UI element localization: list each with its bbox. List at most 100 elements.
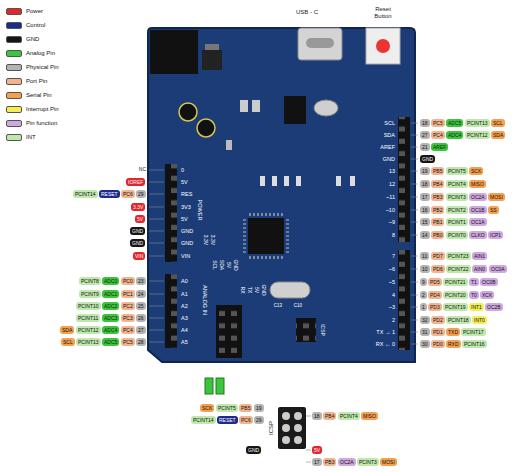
pin-tag-text: PD4 [430,292,440,298]
physical-pin-tag: 31 [420,328,430,336]
pin-tag-text: 5V [314,447,320,453]
silkscreen-label: ICSP [319,324,325,336]
control-pin-tag: RESET [217,416,238,424]
pin-function-tag: OC2A [469,193,487,201]
physical-pin-tag: 14 [420,231,430,239]
legend-text: Interrupt Pin [26,106,59,113]
pin-function-tag: XCK [480,291,494,299]
pin-tag-text: PCINT13 [467,120,488,126]
pin-tag-text: 11 [422,253,427,259]
pin-tag-text: PCINT4 [448,181,466,187]
pin-tag-text: PC5 [433,120,443,126]
pcint-tag: PCINT8 [79,277,101,285]
pin-tag-text: ADC5 [448,120,461,126]
physical-pin-tag: 32 [420,316,430,324]
port-pin-tag: PC5 [431,119,445,127]
silkscreen-label: A2 [181,303,188,309]
pin-tag-text: PB0 [433,232,442,238]
pin-tag-text: PC1 [123,291,133,297]
serial-pin-tag: SCK [200,404,214,412]
silkscreen-label: ~5 [389,279,395,285]
legend-text: Serial Pin [26,92,52,99]
pin-tag-text: PCINT16 [464,341,485,347]
silkscreen-label: 7 [392,253,395,259]
gnd-pin-tag: GND [246,446,261,454]
physical-pin-tag: 11 [420,252,429,260]
legend-swatch [6,134,22,141]
pcint-tag: PCINT12 [76,326,101,334]
physical-pin-tag: 17 [312,458,322,466]
pin-tag-text: MOSI [490,194,503,200]
pin-tag-text: ADC4 [104,327,117,333]
port-pin-tag: PC5 [121,338,135,346]
pin-tag-text: PB5 [241,405,250,411]
pin-tag-text: PB1 [433,219,442,225]
caption-label: USB - C [296,9,318,16]
analog-pin-tag: ADC2 [102,302,119,310]
pin-tag-text: PD2 [433,317,443,323]
pin-tag-text: 28 [138,339,144,345]
physical-pin-tag: 30 [420,340,430,348]
pin-tag-text: IOREF [128,179,143,185]
pin-tag-text: MISO [363,413,376,419]
physical-pin-tag: 25 [136,302,146,310]
pin-tag-text: GND [248,447,259,453]
pin-tag-text: 27 [138,327,144,333]
legend-swatch [6,78,22,85]
silkscreen-label: 3V3 [181,204,191,210]
pcint-tag: PCINT9 [79,290,101,298]
pin-tag-text: PCINT4 [340,413,358,419]
port-pin-tag: PD3 [428,303,442,311]
crystal [270,282,310,298]
gnd-pin-tag: GND [130,227,145,235]
silkscreen-label: SCL [211,260,217,270]
legend-text: Pin function [26,120,57,127]
pin-function-tag: T0 [469,291,479,299]
pin-tag-text: PCINT3 [359,459,377,465]
pin-function-tag: OC2B [485,303,503,311]
pin-tag-text: AIN1 [474,253,485,259]
pin-tag-text: XCK [482,292,492,298]
silkscreen-label: 5V [253,287,259,293]
legend-text: INT [26,134,36,141]
pin-tag-text: PC0 [123,278,133,284]
pin-function-tag: OC1B [469,206,487,214]
pin-tag-text: PC4 [433,132,443,138]
pin-header [165,274,177,348]
port-pin-tag: PB0 [431,231,444,239]
port-pin-tag: PD2 [431,316,445,324]
pin-tag-text: PCINT14 [193,417,214,423]
physical-pin-tag: 23 [136,277,146,285]
pin-tag-text: ADC4 [448,132,461,138]
icsp-diagram [278,407,306,449]
pin-tag-text: PCINT18 [448,317,469,323]
silkscreen-label: 3.3V [209,235,215,245]
legend-swatch [6,120,22,127]
pin-tag-text: PD6 [433,266,443,272]
microcontroller [243,213,289,259]
pin-tag-text: 30 [422,341,428,347]
pin-function-tag: OC1A [469,218,487,226]
pcint-tag: PCINT5 [216,404,238,412]
analog-pin-tag: ADC5 [446,119,463,127]
pin-tag-text: SDA [62,327,72,333]
silkscreen-label: 5V [181,179,188,185]
serial-pin-tag: SCL [61,338,75,346]
leader-lines [149,123,418,462]
physical-pin-tag: 29 [136,190,146,198]
pin-function-tag: OC0A [489,265,507,273]
port-pin-tag: PD7 [431,252,445,260]
pin-tag-text: PB3 [325,459,334,465]
silkscreen-label: 0 [181,167,184,173]
pin-tag-text: PB5 [433,168,442,174]
serial-pin-tag: MISO [469,180,486,188]
pin-tag-text: AIN0 [474,266,485,272]
power-pin-tag: 3.3V [131,203,145,211]
pcint-tag: PCINT16 [462,340,487,348]
pin-tag-text: PCINT1 [448,219,466,225]
port-pin-tag: PC2 [121,302,135,310]
pin-tag-text: MOSI [382,459,395,465]
silkscreen-label: GND [181,228,193,234]
pin-tag-text: GND [132,240,143,246]
physical-pin-tag: 28 [136,338,146,346]
